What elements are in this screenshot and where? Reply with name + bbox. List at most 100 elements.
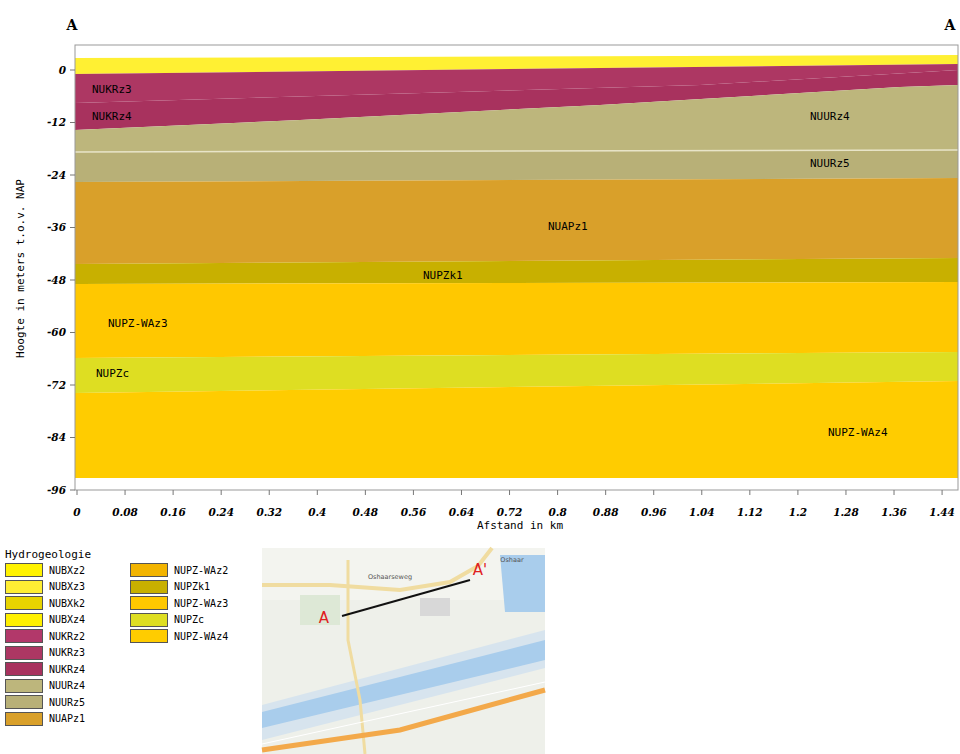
axis-value: 0.48 <box>353 507 379 518</box>
axis-tick <box>701 490 702 495</box>
legend-entry: NUBXk2 <box>5 596 85 610</box>
axis-value: 0.24 <box>208 507 234 518</box>
axis-tick <box>845 490 846 495</box>
legend-swatch <box>5 563 43 577</box>
axis-value: -72 <box>47 380 66 391</box>
legend-text: NUAPz1 <box>49 713 85 724</box>
legend-entry: NUPZ-WAz2 <box>130 563 228 577</box>
legend-text: NUPZ-WAz4 <box>174 631 228 642</box>
axis-value: 1.36 <box>881 507 907 518</box>
legend-swatch <box>130 563 168 577</box>
axis-title: Hoogte in meters t.o.v. NAP <box>15 179 26 358</box>
axis-value: 0.16 <box>160 507 186 518</box>
layer-name: NUURz5 <box>810 158 850 169</box>
legend-swatch <box>5 613 43 627</box>
axis-title: Afstand in km <box>477 520 563 531</box>
axis-tick <box>70 490 75 491</box>
axis-value: 0.4 <box>308 507 326 518</box>
layer-name: NUKRz4 <box>92 111 132 122</box>
street-name: Oshaarseweg <box>368 574 412 581</box>
axis-tick <box>509 490 510 495</box>
axis-value: -48 <box>47 275 66 286</box>
legend-swatch <box>130 580 168 594</box>
legend-swatch <box>130 629 168 643</box>
legend-entry: NUBXz4 <box>5 613 85 627</box>
axis-value: -60 <box>47 327 66 338</box>
legend-text: NUPZc <box>174 614 204 625</box>
axis-tick <box>269 490 270 495</box>
layer-band <box>75 150 958 182</box>
axis-tick <box>70 385 75 386</box>
axis-value: 0 <box>73 507 80 518</box>
axis-value: 0.32 <box>256 507 282 518</box>
location-map <box>262 548 545 754</box>
axis-value: 1.28 <box>833 507 859 518</box>
axis-value: 0 <box>59 65 66 76</box>
legend-entry: NUPZk1 <box>130 580 210 594</box>
axis-tick <box>557 490 558 495</box>
legend-text: NUKRz3 <box>49 647 85 658</box>
layer-name: NUURz4 <box>810 111 850 122</box>
axis-tick <box>605 490 606 495</box>
axis-tick <box>125 490 126 495</box>
legend-entry: NUKRz4 <box>5 662 85 676</box>
axis-value: -12 <box>47 117 66 128</box>
legend-text: NUBXz3 <box>49 581 85 592</box>
legend-entry: NUBXz2 <box>5 563 85 577</box>
axis-tick <box>894 490 895 495</box>
legend-swatch <box>5 679 43 693</box>
layer-name: NUAPz1 <box>548 221 588 232</box>
legend-text: NUBXk2 <box>49 598 85 609</box>
legend-swatch <box>5 629 43 643</box>
axis-value: 0.88 <box>593 507 619 518</box>
legend-text: NUKRz2 <box>49 631 85 642</box>
axis-value: 0.96 <box>641 507 667 518</box>
legend-entry: NUPZ-WAz3 <box>130 596 228 610</box>
legend-swatch <box>130 596 168 610</box>
axis-value: 1.04 <box>689 507 715 518</box>
axis-tick <box>221 490 222 495</box>
axis-tick <box>173 490 174 495</box>
axis-value: 0.8 <box>548 507 566 518</box>
legend-entry: NUAPz1 <box>5 712 85 726</box>
legend-text: NUURz5 <box>49 697 85 708</box>
legend-title: Hydrogeologie <box>5 549 91 560</box>
axis-tick <box>653 490 654 495</box>
legend-swatch <box>5 712 43 726</box>
layer-name: NUPZk1 <box>423 270 463 281</box>
axis-tick <box>70 437 75 438</box>
legend-swatch <box>5 596 43 610</box>
legend-text: NUURz4 <box>49 680 85 691</box>
legend-entry: NUKRz3 <box>5 646 85 660</box>
axis-tick <box>70 227 75 228</box>
legend-entry: NUURz4 <box>5 679 85 693</box>
legend-text: NUKRz4 <box>49 664 85 675</box>
legend-text: NUBXz4 <box>49 614 85 625</box>
axis-tick <box>70 122 75 123</box>
layer-name: NUPZc <box>96 368 129 379</box>
axis-value: 0.64 <box>449 507 475 518</box>
layer-boundary <box>75 150 958 152</box>
legend-text: NUPZ-WAz3 <box>174 598 228 609</box>
axis-value: -24 <box>47 170 66 181</box>
map-point-label: A' <box>473 563 487 578</box>
axis-value: 1.2 <box>789 507 807 518</box>
axis-tick <box>70 70 75 71</box>
layer-band <box>75 178 958 264</box>
legend-text: NUBXz2 <box>49 565 85 576</box>
legend-entry: NUPZc <box>130 613 204 627</box>
layer-band <box>75 381 958 478</box>
axis-tick <box>70 175 75 176</box>
layer-name: NUPZ-WAz3 <box>108 318 168 329</box>
axis-value: -96 <box>47 485 66 496</box>
layer-name: NUKRz3 <box>92 84 132 95</box>
layer-band <box>75 85 958 152</box>
axis-tick <box>365 490 366 495</box>
section-end-label: A <box>67 18 78 32</box>
legend-entry: NUPZ-WAz4 <box>130 629 228 643</box>
axis-tick <box>70 280 75 281</box>
plot-frame <box>75 45 958 490</box>
legend-entry: NUURz5 <box>5 695 85 709</box>
axis-value: -36 <box>47 222 66 233</box>
axis-tick <box>77 490 78 495</box>
